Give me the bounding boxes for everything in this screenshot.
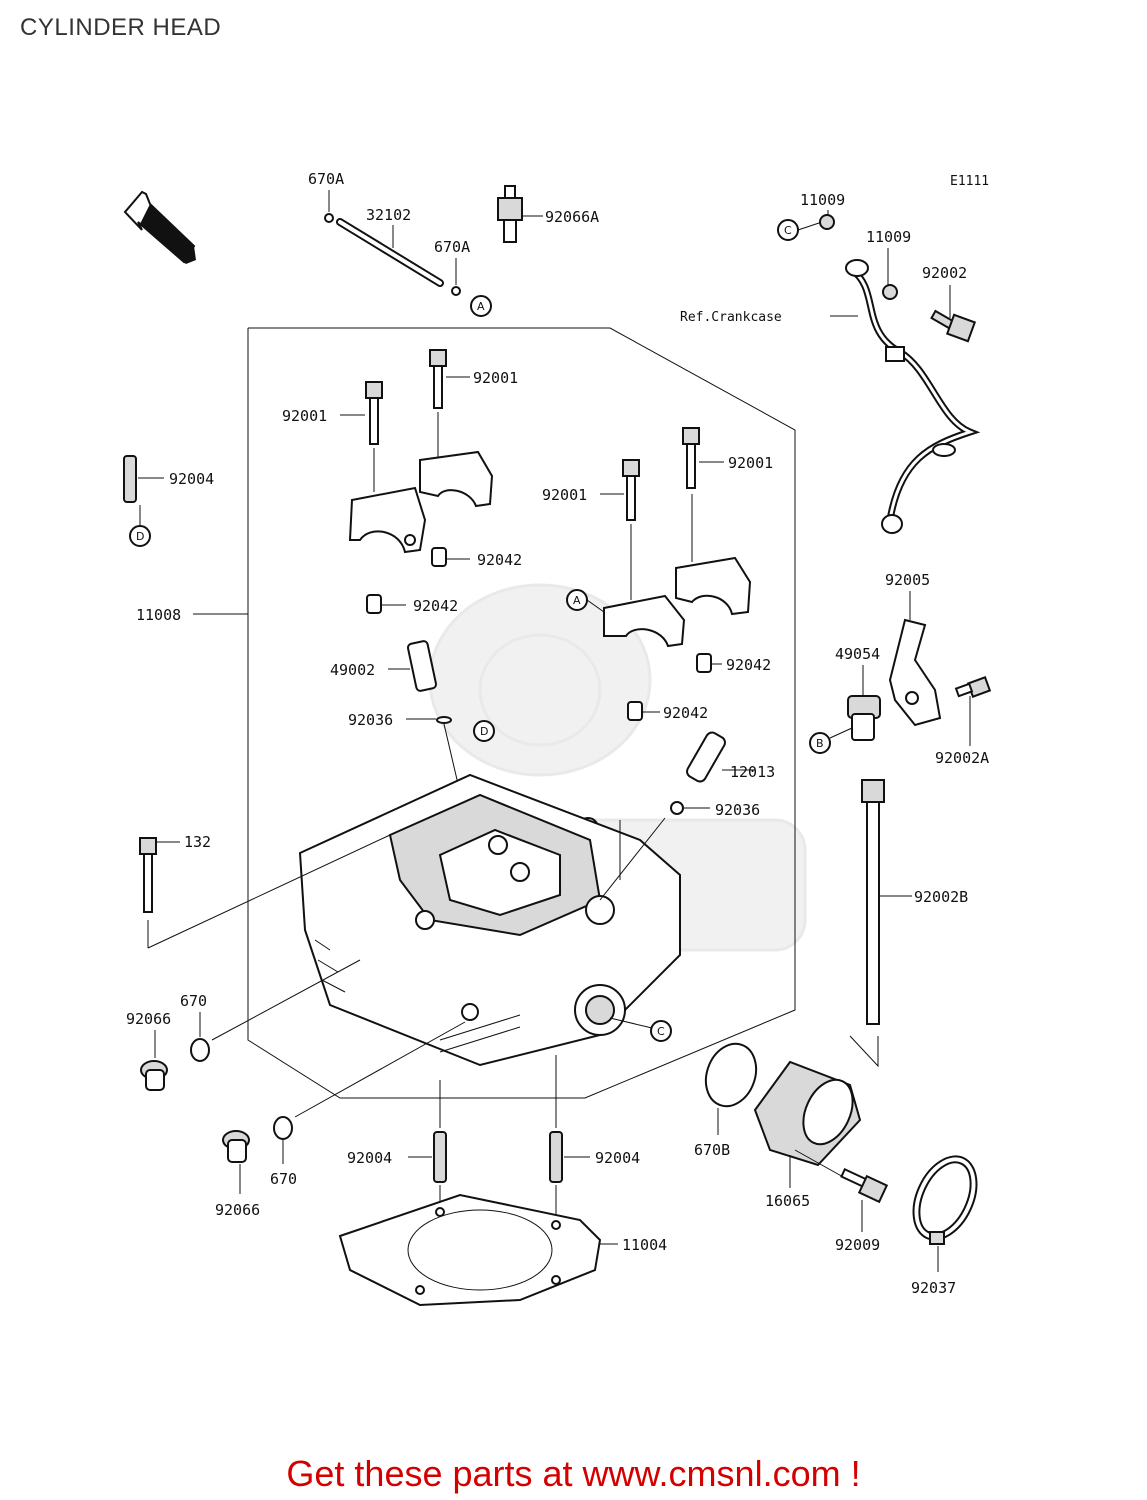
- callout-a-mid-label: A: [573, 594, 581, 607]
- pipe-32102[interactable]: [336, 218, 444, 287]
- tensioner-12013[interactable]: [685, 730, 727, 783]
- sensor-92066A[interactable]: [497, 185, 523, 243]
- dowel-92042-d[interactable]: [627, 701, 643, 721]
- camshaft-cap-left-front[interactable]: [348, 486, 427, 554]
- stud-92004-right[interactable]: [549, 1131, 563, 1183]
- assembly-frame: [247, 327, 796, 1099]
- label-92004-top[interactable]: 92004: [169, 470, 214, 488]
- insulator-16065[interactable]: [753, 1060, 862, 1167]
- front-arrow-icon: FRONT: [123, 190, 196, 264]
- o-ring-670-a[interactable]: [190, 1038, 210, 1062]
- dowel-92042-b[interactable]: [366, 594, 382, 614]
- footer-promo-link[interactable]: Get these parts at www.cmsnl.com !: [286, 1453, 861, 1494]
- label-92001-c[interactable]: 92001: [728, 454, 773, 472]
- guide-49002[interactable]: [406, 640, 438, 692]
- label-11004[interactable]: 11004: [622, 1236, 667, 1254]
- clip-92036-a[interactable]: [436, 716, 452, 724]
- page-title: CYLINDER HEAD: [20, 14, 222, 41]
- o-ring-670B[interactable]: [698, 1037, 765, 1114]
- label-92005[interactable]: 92005: [885, 571, 930, 589]
- label-16065[interactable]: 16065: [765, 1192, 810, 1210]
- clip-92036-b[interactable]: [670, 801, 684, 815]
- label-132[interactable]: 132: [184, 833, 211, 851]
- callout-a-top: [470, 295, 492, 317]
- label-11009-b[interactable]: 11009: [866, 228, 911, 246]
- label-670A-top[interactable]: 670A: [308, 170, 344, 188]
- oil-pipe[interactable]: [845, 259, 981, 534]
- label-670-a[interactable]: 670: [180, 992, 207, 1010]
- label-49002[interactable]: 49002: [330, 661, 375, 679]
- washer-11009-b[interactable]: [882, 284, 898, 300]
- label-92002A[interactable]: 92002A: [935, 749, 989, 767]
- o-ring-670A-mid[interactable]: [451, 286, 461, 296]
- callout-c-mid-label: C: [657, 1025, 665, 1038]
- callout-d-left-label: D: [136, 530, 144, 543]
- callout-d-mid-label: D: [480, 725, 488, 738]
- bolt-92001-b[interactable]: [429, 349, 447, 409]
- label-92004-right[interactable]: 92004: [595, 1149, 640, 1167]
- camshaft-cap-left-rear[interactable]: [419, 450, 494, 508]
- label-92002B[interactable]: 92002B: [914, 888, 968, 906]
- reference-note: Ref.Crankcase: [680, 310, 782, 325]
- label-92001-b[interactable]: 92001: [473, 369, 518, 387]
- label-32102[interactable]: 32102: [366, 206, 411, 224]
- label-92002[interactable]: 92002: [922, 264, 967, 282]
- bolt-92001-a[interactable]: [365, 381, 383, 445]
- dowel-92042-c[interactable]: [696, 653, 712, 673]
- label-11008[interactable]: 11008: [136, 606, 181, 624]
- label-92066A[interactable]: 92066A: [545, 208, 599, 226]
- bolt-92002B[interactable]: [861, 779, 885, 1025]
- label-92004-left[interactable]: 92004: [347, 1149, 392, 1167]
- o-ring-670-b[interactable]: [273, 1116, 293, 1140]
- bolt-92009[interactable]: [840, 1167, 889, 1204]
- label-92042-b[interactable]: 92042: [413, 597, 458, 615]
- camshaft-cap-right-rear[interactable]: [675, 556, 752, 616]
- stud-92004-left[interactable]: [433, 1131, 447, 1183]
- callout-b-right-label: B: [816, 737, 824, 750]
- label-670-b[interactable]: 670: [270, 1170, 297, 1188]
- label-92036-b[interactable]: 92036: [715, 801, 760, 819]
- water-outlet-92005[interactable]: [888, 618, 942, 727]
- label-12013[interactable]: 12013: [730, 763, 775, 781]
- diagram-code: E1111: [950, 174, 989, 189]
- label-92066-a[interactable]: 92066: [126, 1010, 171, 1028]
- clamp-92037[interactable]: [901, 1146, 989, 1249]
- dowel-92042-a[interactable]: [431, 547, 447, 567]
- gasket-11004[interactable]: [338, 1193, 602, 1307]
- label-670A-mid[interactable]: 670A: [434, 238, 470, 256]
- label-92001-a[interactable]: 92001: [282, 407, 327, 425]
- plug-92066-b[interactable]: [222, 1130, 250, 1163]
- label-92066-b[interactable]: 92066: [215, 1201, 260, 1219]
- label-92037[interactable]: 92037: [911, 1279, 956, 1297]
- washer-11009-a[interactable]: [819, 214, 835, 230]
- plug-92066-a[interactable]: [140, 1060, 168, 1091]
- o-ring-670A-top[interactable]: [324, 213, 334, 223]
- cylinder-head[interactable]: [298, 773, 681, 1067]
- bolt-132[interactable]: [139, 837, 157, 913]
- label-92042-d[interactable]: 92042: [663, 704, 708, 722]
- callout-d-mid: [473, 720, 495, 742]
- label-92042-a[interactable]: 92042: [477, 551, 522, 569]
- label-49054[interactable]: 49054: [835, 645, 880, 663]
- bolt-92001-d[interactable]: [622, 459, 640, 521]
- label-670B[interactable]: 670B: [694, 1141, 730, 1159]
- stud-92004-top[interactable]: [123, 455, 137, 503]
- banjo-bolt-92002[interactable]: [930, 309, 977, 343]
- callout-d-left: [129, 525, 151, 547]
- callout-c-mid: [650, 1020, 672, 1042]
- callout-a-top-label: A: [477, 300, 485, 313]
- label-11009-a[interactable]: 11009: [800, 191, 845, 209]
- label-92042-c[interactable]: 92042: [726, 656, 771, 674]
- label-92009[interactable]: 92009: [835, 1236, 880, 1254]
- bolt-92002A[interactable]: [954, 676, 992, 698]
- callout-b-right: [809, 732, 831, 754]
- label-92036-a[interactable]: 92036: [348, 711, 393, 729]
- label-92001-d[interactable]: 92001: [542, 486, 587, 504]
- camshaft-cap-right-front[interactable]: [603, 594, 686, 648]
- bolt-92001-c[interactable]: [682, 427, 700, 489]
- parts-diagram: FRONT E1111 670A 32102 670A A 92066A C 1…: [123, 170, 992, 1307]
- callout-c-top-label: C: [784, 224, 792, 237]
- plug-49054[interactable]: [847, 695, 881, 741]
